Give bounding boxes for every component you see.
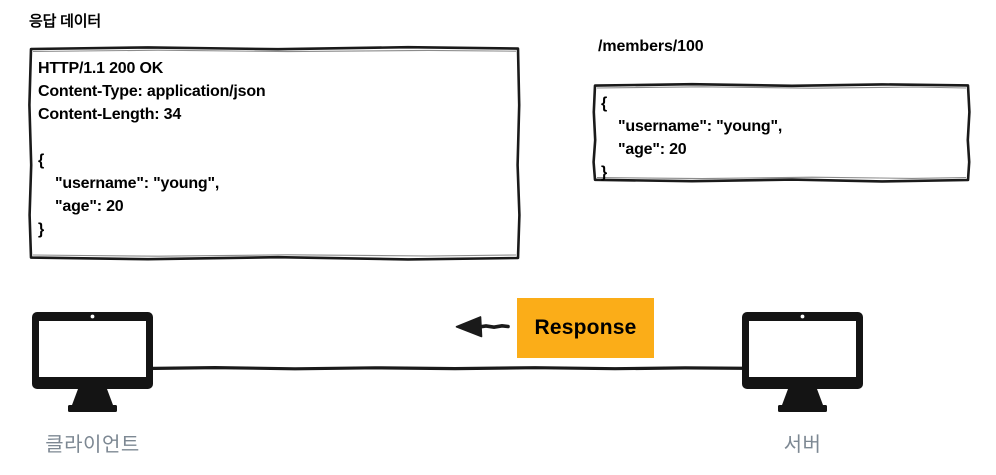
response-data-caption: 응답 데이터 [29,13,101,30]
body-line-close-brace: } [38,221,45,238]
resource-url-label: /members/100 [598,38,704,55]
http-header-content-length: Content-Length: 34 [38,106,182,123]
response-message-box: HTTP/1.1 200 OK Content-Type: applicatio… [28,45,521,261]
http-header-content-type: Content-Type: application/json [38,83,266,100]
desktop-monitor-icon [742,312,863,412]
resource-line-open-brace: { [601,95,608,112]
body-line-age: "age": 20 [38,198,124,215]
resource-line-username: "username": "young", [601,118,783,135]
server-computer-icon [740,310,865,418]
client-computer-icon [30,310,155,418]
connection-line [145,365,755,371]
http-status-line: HTTP/1.1 200 OK [38,60,164,77]
server-label: 서버 [783,434,822,456]
client-label: 클라이언트 [45,434,140,456]
resource-representation-box: { "username": "young", "age": 20 } [592,82,971,183]
blank-line [38,126,521,149]
resource-line-age: "age": 20 [601,141,687,158]
response-flow-badge-label: Response [534,316,637,339]
response-flow-badge: Response [517,298,654,358]
resource-line-close-brace: } [601,164,608,181]
body-line-username: "username": "young", [38,175,220,192]
desktop-monitor-icon [32,312,153,412]
body-line-open-brace: { [38,152,45,169]
arrow-left-icon [455,316,510,338]
